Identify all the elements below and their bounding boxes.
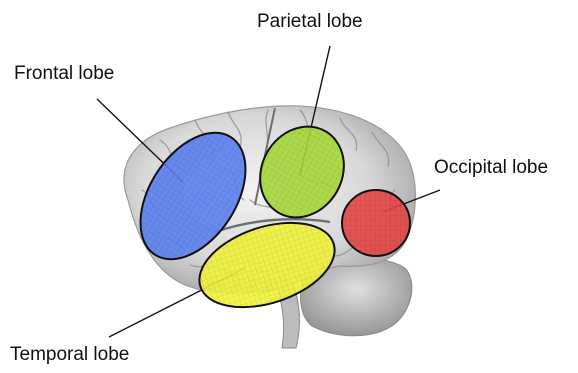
occipital-lobe-region [342,190,410,256]
occipital-lobe-label: Occipital lobe [434,158,548,177]
frontal-lobe-label: Frontal lobe [14,64,114,83]
temporal-lobe-label: Temporal lobe [10,345,129,364]
parietal-lobe-label: Parietal lobe [257,12,363,31]
